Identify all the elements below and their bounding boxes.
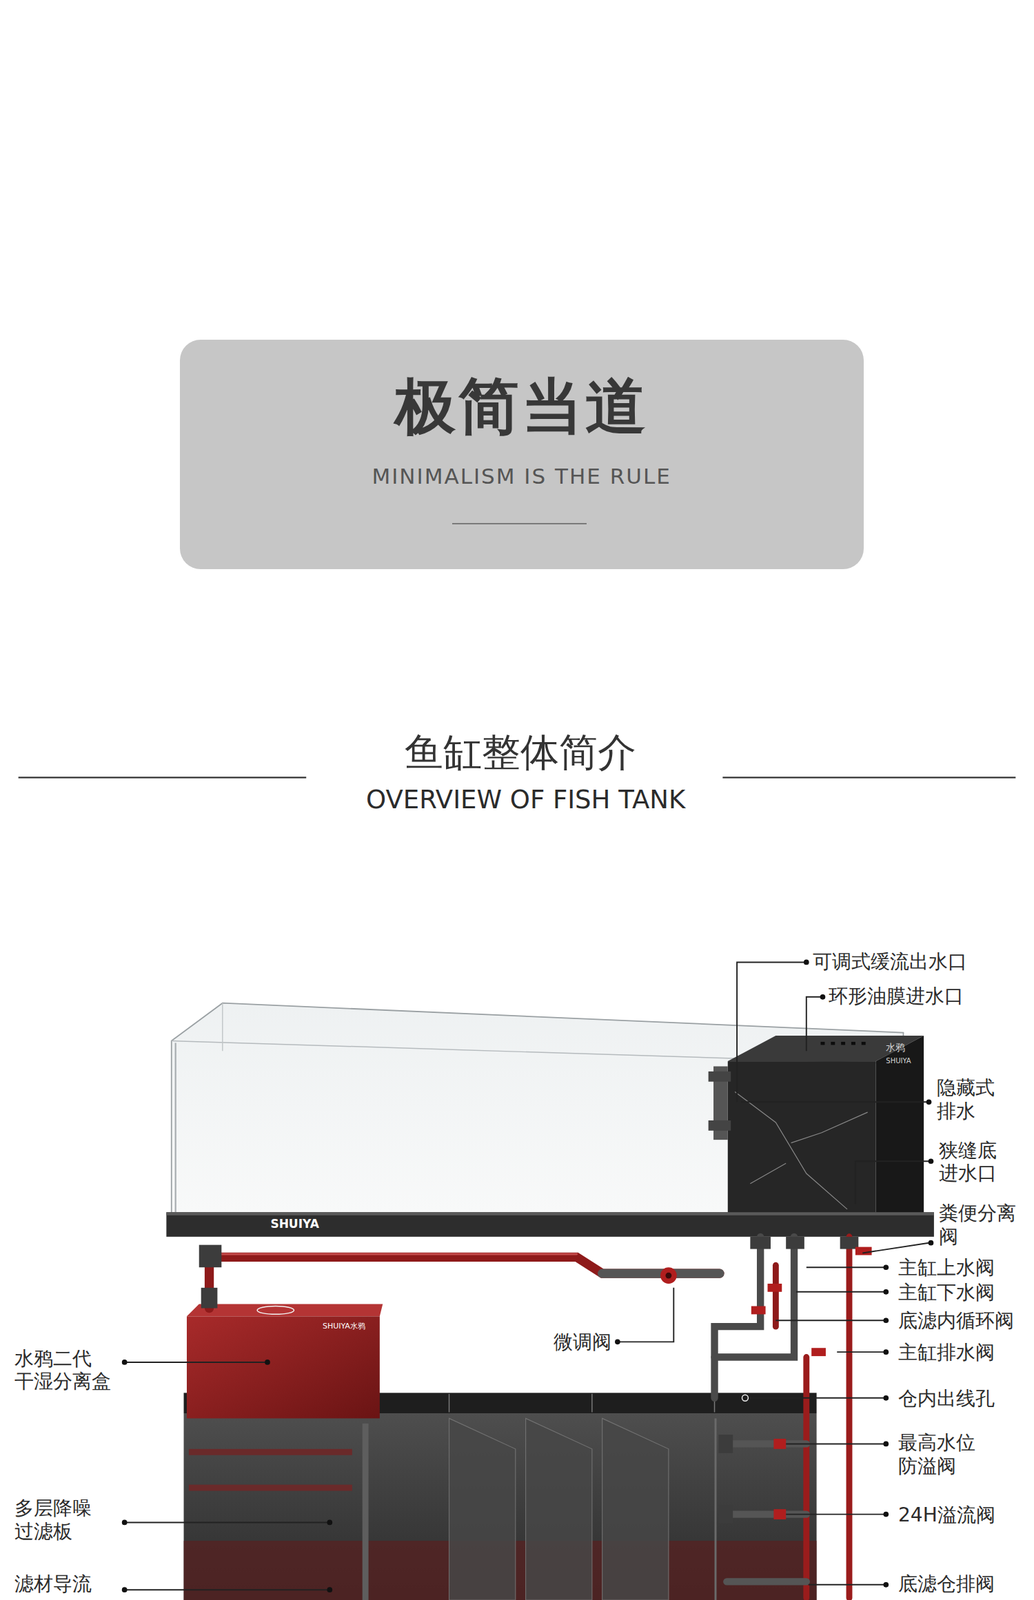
leader-dots [122,960,934,1594]
callout-label: 主缸排水阀 [898,1342,995,1365]
callout-label: 狭缝底 进水口 [938,1139,997,1186]
callout-label: 环形油膜进水口 [828,985,964,1008]
callout-label: 可调式缓流出水口 [812,951,968,974]
valves [660,1247,873,1520]
wet-dry-separation-box [186,1304,383,1420]
section-rules [18,777,1017,779]
banner-rule [452,523,587,525]
section-title: 鱼缸整体简介 [404,730,637,775]
pipe-fittings [199,1237,859,1525]
callout-label: 滤材导流 [14,1573,92,1596]
banner-subheading: MINIMALISM IS THE RULE [179,463,864,489]
logo-text: SHUIYA [885,1057,911,1066]
logo-text: SHUIYA [270,1218,319,1232]
callout-label: 多层降噪 过滤板 [14,1497,92,1544]
glass-tank [171,1003,904,1216]
callout-label: 主缸下水阀 [898,1282,995,1305]
banner-box: 极简当道 MINIMALISM IS THE RULE [179,339,864,570]
banner-heading: 极简当道 [179,366,864,449]
callout-label: 24H溢流阀 [898,1504,996,1527]
callout-label: 隐藏式 排水 [936,1076,995,1123]
callout-label: 底滤内循环阀 [898,1310,1015,1333]
callout-label: 微调阀 [553,1331,612,1354]
callout-label: 水鸦二代 干湿分离盒 [14,1347,111,1394]
callout-label: 最高水位 防溢阀 [898,1431,976,1478]
logo-text: SHUIYA水鸦 [322,1322,366,1332]
leader-lines [125,962,930,1591]
plumbing [209,1237,850,1599]
logo-text: 水鸦 [885,1042,906,1054]
callout-label: 主缸上水阀 [898,1257,995,1280]
filter-compartment [708,1036,924,1215]
sump [184,1393,817,1600]
tank-base [166,1212,935,1238]
callout-label: 粪便分离 阀 [938,1202,1017,1249]
callout-label: 仓内出线孔 [898,1388,995,1411]
callout-label: 底滤仓排阀 [898,1573,995,1596]
section-subtitle: OVERVIEW OF FISH TANK [366,785,686,816]
